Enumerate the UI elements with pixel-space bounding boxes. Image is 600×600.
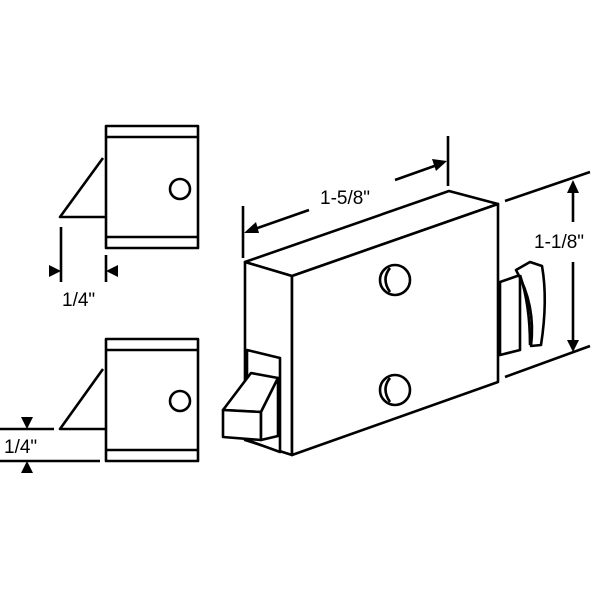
strike-bottom-ramp xyxy=(58,368,106,431)
strike-top-view: 1/4" xyxy=(49,124,200,311)
screw-hole-bottom xyxy=(378,373,412,407)
strike-bottom-hole xyxy=(168,389,192,413)
strike-top-hole xyxy=(168,177,192,201)
latch-body xyxy=(221,189,547,457)
arrow-icon xyxy=(21,461,33,473)
strike-top-body xyxy=(104,124,200,250)
strike-bottom-view: 1/4" xyxy=(0,337,200,473)
arrow-icon xyxy=(244,222,259,233)
arrow-icon xyxy=(49,265,61,277)
latch-front-face xyxy=(290,202,500,457)
latch-bolt-shaft xyxy=(498,273,522,357)
dimension-label-length: 1-5/8" xyxy=(320,188,370,209)
arrow-icon xyxy=(567,180,579,193)
strike-top-ramp xyxy=(58,157,106,219)
arrow-icon xyxy=(432,159,447,171)
screw-hole-top xyxy=(378,263,412,297)
dimension-label-bottom: 1/4" xyxy=(4,437,37,458)
height-dimension: 1-1/8" xyxy=(504,170,591,379)
strike-bottom-body xyxy=(104,337,200,463)
latch-trigger-front xyxy=(221,408,263,442)
dimension-label-height: 1-1/8" xyxy=(534,232,584,253)
arrow-icon xyxy=(21,417,33,429)
arrow-icon xyxy=(106,265,118,277)
length-dimension: 1-5/8" xyxy=(241,136,450,258)
arrow-icon xyxy=(567,340,579,352)
dimension-label-top: 1/4" xyxy=(62,290,95,311)
